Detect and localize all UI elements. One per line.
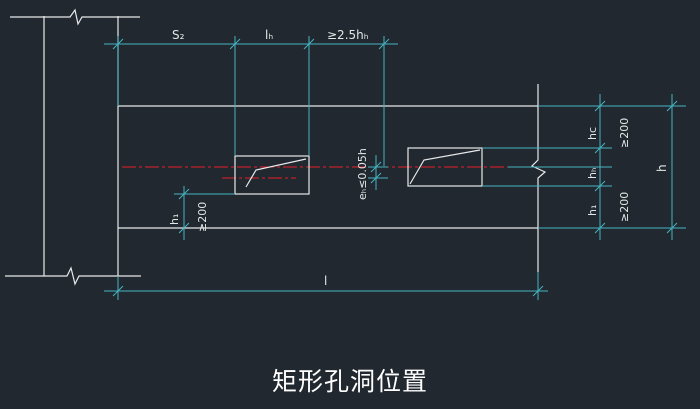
eccentricity-label: eₕ≤0.05h bbox=[356, 148, 369, 200]
beam-break-line bbox=[530, 84, 547, 272]
spacing-label: ≥2.5hₕ bbox=[327, 28, 369, 42]
top-dimension: S₂ lₕ ≥2.5hₕ bbox=[104, 28, 398, 166]
min200-left-label: ≥200 bbox=[196, 202, 209, 232]
hc-label: hc bbox=[586, 127, 599, 140]
column-bottom-break bbox=[5, 266, 141, 286]
s2-label: S₂ bbox=[172, 28, 185, 42]
h1-left-label: h₁ bbox=[168, 214, 181, 225]
lh-label: lₕ bbox=[265, 28, 273, 42]
h1-right-label: h₁ bbox=[586, 205, 599, 216]
left-h1-dimension: h₁ ≥200 bbox=[168, 186, 235, 240]
figure-caption: 矩形孔洞位置 bbox=[271, 367, 428, 396]
min200-right-lower: ≥200 bbox=[618, 192, 631, 222]
span-dimension: l bbox=[104, 272, 548, 300]
h-label: h bbox=[655, 164, 669, 172]
hh-label: hₕ bbox=[586, 168, 599, 179]
opening-left bbox=[234, 155, 310, 195]
eccentricity-dimension: eₕ≤0.05h bbox=[356, 148, 388, 200]
l-label: l bbox=[324, 274, 327, 288]
column-top-break bbox=[10, 8, 140, 26]
column bbox=[5, 8, 141, 286]
right-dimensions: hc ≥200 hₕ h₁ ≥200 h bbox=[482, 94, 686, 240]
beam bbox=[118, 84, 547, 272]
opening-right bbox=[407, 147, 483, 187]
min200-right-upper: ≥200 bbox=[618, 118, 631, 148]
